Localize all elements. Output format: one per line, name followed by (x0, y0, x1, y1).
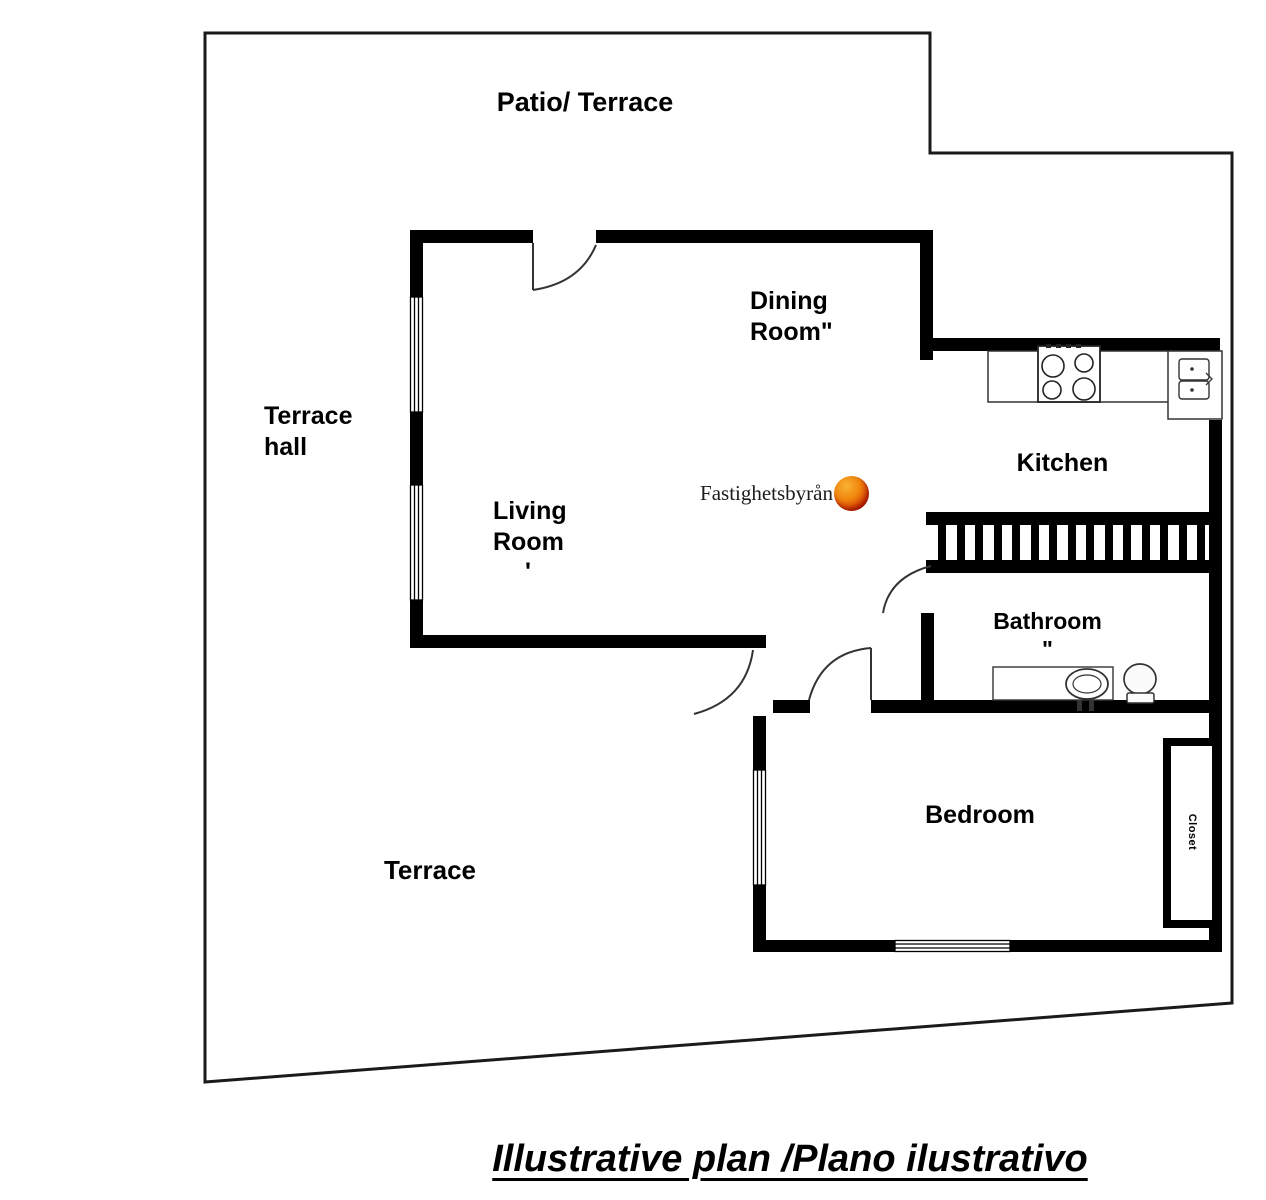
door-arc (882, 565, 932, 614)
plan-title: Illustrative plan /Plano ilustrativo (492, 1138, 1088, 1180)
property-outline (203, 31, 1234, 1084)
wall (920, 230, 933, 360)
wall (410, 635, 766, 648)
wall (1010, 940, 1220, 952)
toilet-icon (1123, 663, 1157, 704)
room-label-patio-terrace: Patio/ Terrace (496, 87, 674, 117)
door-arc (532, 243, 597, 291)
stove-icon (1037, 344, 1101, 403)
dining-line2: Room" (750, 317, 833, 346)
living-mark: ' (525, 558, 531, 586)
living-line2: Room (493, 527, 564, 556)
wall (753, 885, 766, 945)
living-line1: Living (493, 497, 567, 525)
window (409, 484, 424, 601)
logo-text: Fastighetsbyrån (700, 481, 833, 505)
dining-line1: Dining (750, 287, 828, 315)
stairs-icon (926, 512, 1210, 573)
door-arcs (532, 243, 932, 715)
windows (409, 296, 1011, 953)
wall (410, 230, 533, 243)
window (894, 939, 1011, 953)
logo-ball-icon (834, 476, 869, 511)
room-label-bathroom: Bathroom" (960, 607, 1135, 663)
window (752, 769, 767, 886)
door-arc (808, 647, 872, 701)
bathroom-line1: Bathroom (993, 608, 1102, 634)
wall (871, 700, 1220, 713)
room-label-kitchen: Kitchen (1016, 449, 1109, 477)
wall (773, 700, 810, 713)
terrace-hall-line1: Terrace (264, 402, 353, 430)
wall (921, 613, 934, 700)
wall (753, 716, 766, 770)
bathroom-vanity-icon (992, 666, 1114, 711)
closet-cabinet (1163, 738, 1220, 928)
wall (410, 412, 423, 485)
room-label-terrace: Terrace (383, 855, 477, 885)
terrace-hall-line2: hall (264, 432, 308, 461)
bathroom-mark: " (1042, 636, 1053, 663)
closet-label: Closet (1186, 813, 1198, 851)
kitchen-sink-icon (1167, 350, 1223, 420)
wall (410, 230, 423, 297)
window (409, 296, 424, 413)
wall (753, 940, 895, 952)
wall (596, 230, 933, 243)
door-arc (693, 649, 754, 715)
room-label-bedroom: Bedroom (925, 801, 1035, 829)
